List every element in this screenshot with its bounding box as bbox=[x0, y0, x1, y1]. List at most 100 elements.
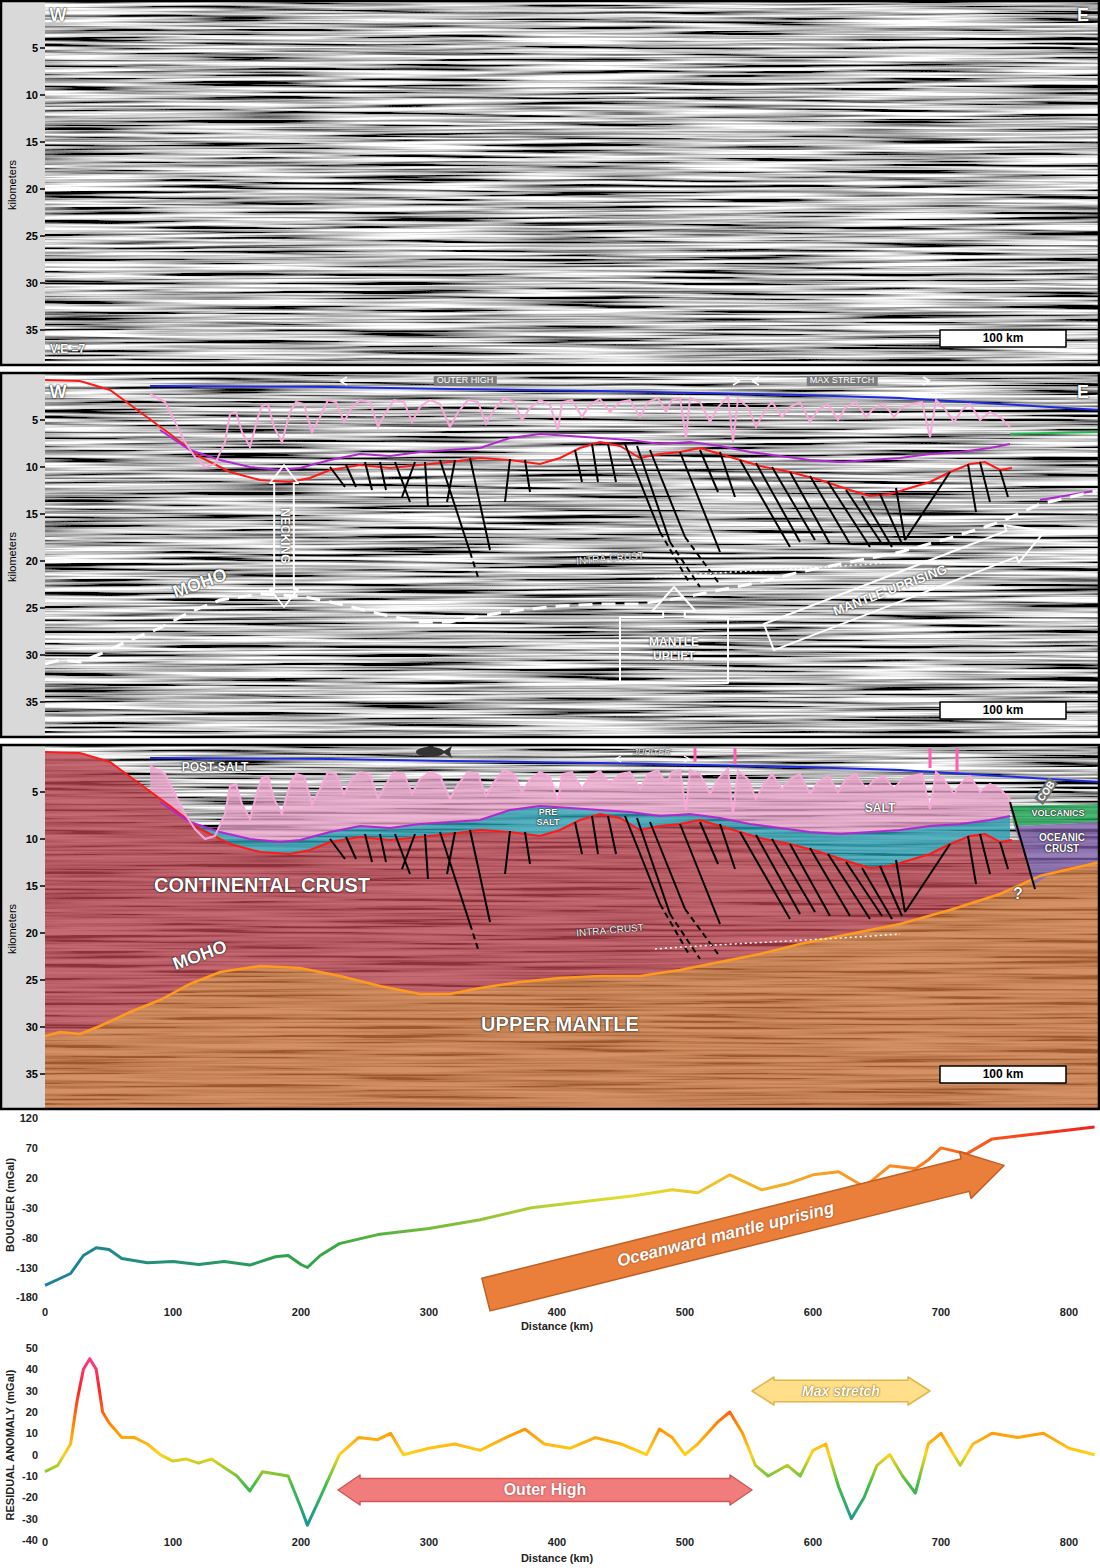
node-shape bbox=[270, 465, 298, 607]
tick-label: 120 bbox=[20, 1112, 38, 1124]
tick-label: 300 bbox=[420, 1536, 438, 1548]
layer-label: PRE SALT bbox=[533, 808, 563, 828]
tick-label: 800 bbox=[1060, 1306, 1078, 1318]
seismic-panel-coloured bbox=[0, 743, 1100, 1114]
tick-label: 600 bbox=[804, 1306, 822, 1318]
node-shape bbox=[940, 1066, 1066, 1083]
seismic-panel-raw bbox=[0, 0, 1100, 366]
tick-label: 500 bbox=[676, 1306, 694, 1318]
tick-label: 40 bbox=[26, 1363, 38, 1375]
tick-label: 500 bbox=[676, 1536, 694, 1548]
tick-label: -180 bbox=[16, 1291, 38, 1303]
tick-label: 700 bbox=[932, 1306, 950, 1318]
prospect-label: JUPITER bbox=[633, 748, 671, 758]
tick-label: 10 bbox=[26, 1427, 38, 1439]
tick-label: 15 bbox=[26, 136, 38, 148]
residual-chart bbox=[45, 1359, 1095, 1525]
tick-label: 200 bbox=[292, 1536, 310, 1548]
tick-label: 300 bbox=[420, 1306, 438, 1318]
tick-label: 15 bbox=[26, 880, 38, 892]
node-text: 100 km bbox=[983, 704, 1024, 718]
tick-label: 35 bbox=[26, 696, 38, 708]
tick-label: -30 bbox=[22, 1513, 38, 1525]
axis-title: RESIDUAL ANOMALY (mGal) bbox=[4, 1370, 16, 1521]
node-shape bbox=[480, 1142, 1010, 1318]
tick-label: -10 bbox=[22, 1470, 38, 1482]
node-text: 100 km bbox=[983, 1068, 1024, 1082]
tick-label: 0 bbox=[42, 1536, 48, 1548]
tick-label: 100 bbox=[164, 1306, 182, 1318]
node-shape bbox=[940, 330, 1066, 347]
tick-label: 700 bbox=[932, 1536, 950, 1548]
tick-label: 0 bbox=[42, 1306, 48, 1318]
tick-label: 0 bbox=[32, 1449, 38, 1461]
tick-label: 20 bbox=[26, 555, 38, 567]
tick-label: 35 bbox=[26, 324, 38, 336]
tick-label: 400 bbox=[548, 1306, 566, 1318]
tick-label: 5 bbox=[32, 42, 38, 54]
node-shape bbox=[752, 1377, 930, 1405]
node-text: Outer High bbox=[504, 1481, 587, 1499]
layer-label: SALT bbox=[865, 802, 895, 815]
layer-label: POST-SALT bbox=[182, 761, 248, 774]
tick-label: 5 bbox=[32, 786, 38, 798]
zone-label: MAX STRETCH bbox=[807, 376, 878, 386]
node-text: MANTLE UPLIFT bbox=[634, 636, 714, 664]
node-shape bbox=[338, 1475, 752, 1505]
tick-label: 70 bbox=[26, 1142, 38, 1154]
tick-label: 25 bbox=[26, 230, 38, 242]
tick-label: -20 bbox=[22, 1491, 38, 1503]
tick-label: -30 bbox=[22, 1202, 38, 1214]
zone-arrow: Max stretch bbox=[752, 1377, 930, 1405]
node-text: NECKING bbox=[277, 508, 291, 563]
tick-label: -130 bbox=[16, 1261, 38, 1273]
seismic-panel-interpreted bbox=[0, 372, 1100, 738]
layer-label: UPPER MANTLE bbox=[481, 1013, 639, 1035]
tick-label: 25 bbox=[26, 974, 38, 986]
node-shape bbox=[620, 587, 728, 683]
tick-label: 10 bbox=[26, 833, 38, 845]
tick-label: 30 bbox=[26, 1021, 38, 1033]
tick-label: 200 bbox=[292, 1306, 310, 1318]
layer-label: OCEANIC CRUST bbox=[1030, 832, 1094, 854]
direction-label: W bbox=[50, 383, 67, 403]
direction-label: E bbox=[1077, 383, 1089, 403]
tick-label: 30 bbox=[26, 277, 38, 289]
exaggeration-note: V.E =7 bbox=[50, 343, 85, 356]
tick-label: 30 bbox=[26, 649, 38, 661]
scale-bar: 100 km bbox=[940, 1066, 1066, 1083]
direction-label: W bbox=[50, 6, 67, 26]
tick-label: 100 bbox=[164, 1536, 182, 1548]
node-text: 100 km bbox=[983, 332, 1024, 346]
scale-bar: 100 km bbox=[940, 330, 1066, 347]
tick-label: 15 bbox=[26, 508, 38, 520]
tick-label: 10 bbox=[26, 461, 38, 473]
axis-title: kilometers bbox=[6, 904, 18, 954]
tick-label: -40 bbox=[22, 1534, 38, 1546]
axis-title: Distance (km) bbox=[521, 1552, 593, 1564]
tick-label: 25 bbox=[26, 602, 38, 614]
direction-label: E bbox=[1077, 6, 1089, 26]
tick-label: 30 bbox=[26, 1385, 38, 1397]
tick-label: 5 bbox=[32, 414, 38, 426]
layer-label: VOLCANICS bbox=[1031, 809, 1084, 819]
tick-label: 400 bbox=[548, 1536, 566, 1548]
tick-label: 20 bbox=[26, 927, 38, 939]
tick-label: 35 bbox=[26, 1068, 38, 1080]
node-shape bbox=[940, 702, 1066, 719]
node-shape bbox=[762, 512, 1053, 655]
zone-arrow: Outer High bbox=[338, 1475, 752, 1505]
tick-label: 800 bbox=[1060, 1536, 1078, 1548]
tick-label: 20 bbox=[26, 183, 38, 195]
necking-arrow: NECKING bbox=[270, 465, 298, 607]
node-text: Max stretch bbox=[802, 1383, 880, 1399]
tick-label: 50 bbox=[26, 1342, 38, 1354]
node-outline bbox=[620, 587, 728, 683]
axis-title: kilometers bbox=[6, 160, 18, 210]
tick-label: 10 bbox=[26, 89, 38, 101]
zone-label: OUTER HIGH bbox=[434, 376, 497, 386]
tick-label: 20 bbox=[26, 1406, 38, 1418]
tick-label: -80 bbox=[22, 1232, 38, 1244]
axis-title: BOUGUER (mGal) bbox=[4, 1158, 16, 1252]
